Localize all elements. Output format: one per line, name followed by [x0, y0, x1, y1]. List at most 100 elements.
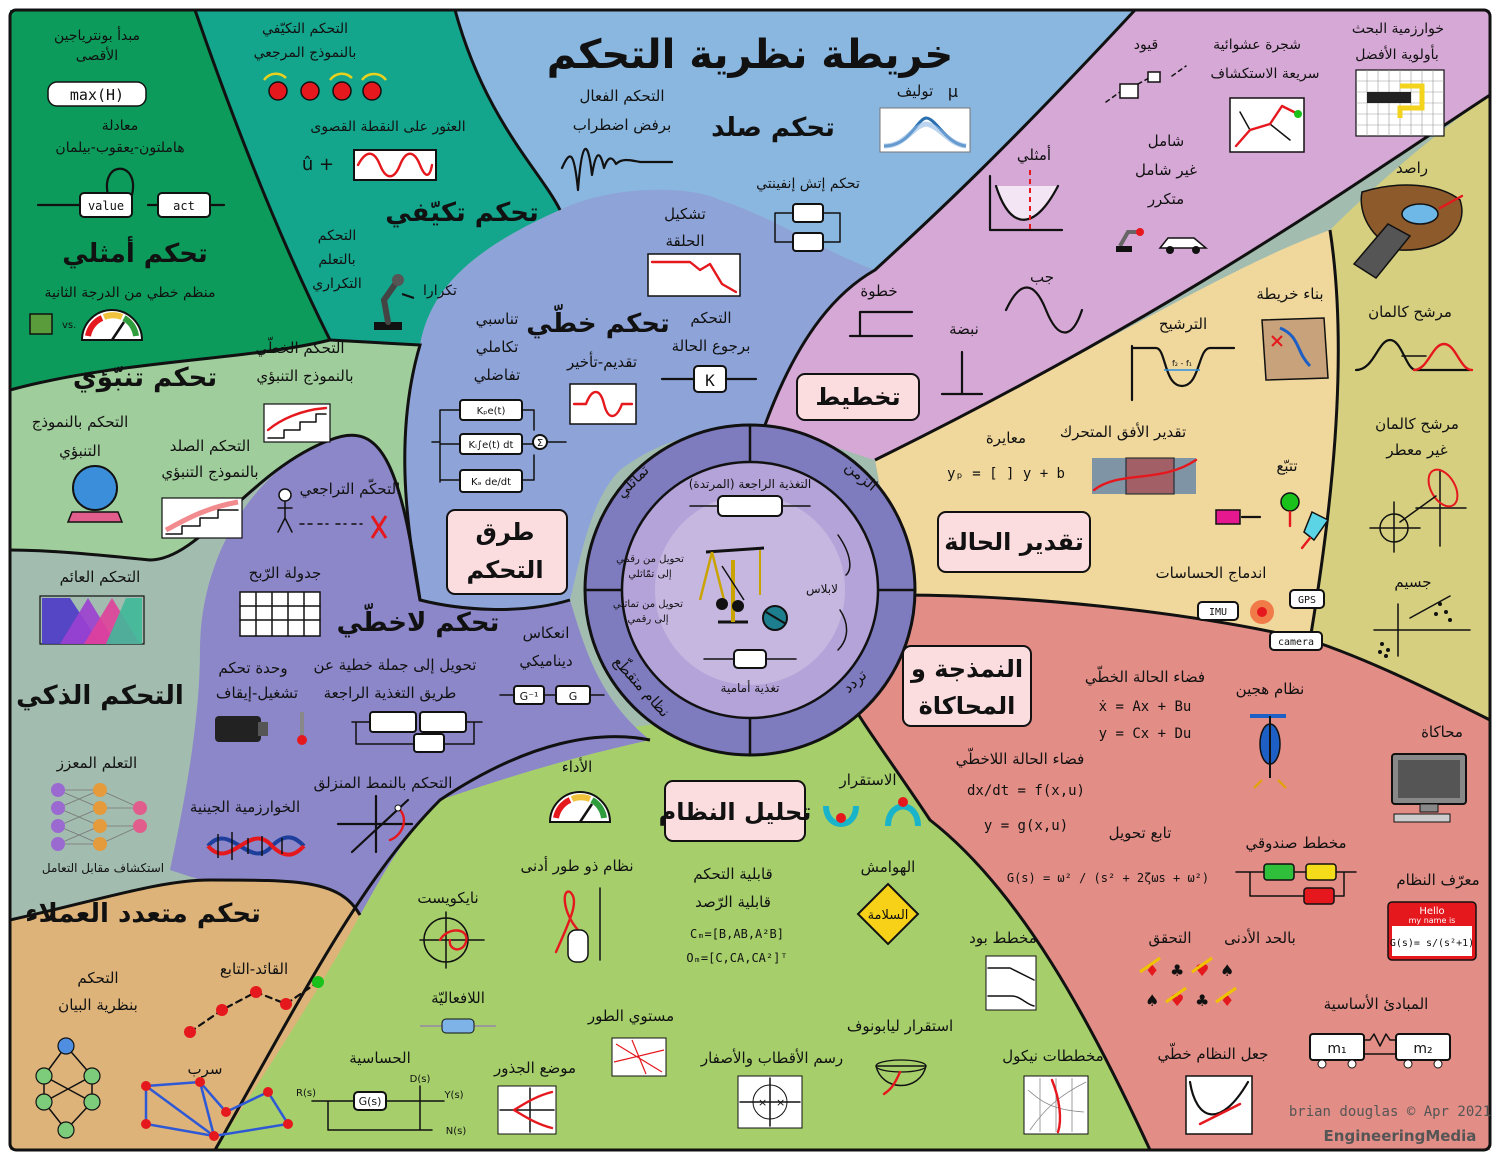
nlss-equation-2: y = g(x,u) — [984, 818, 1068, 834]
lss-equation-2: y = Cx + Du — [1099, 726, 1192, 742]
extremum-seeking-label: العثور على النقطة القصوى — [310, 119, 465, 135]
reinforcement-learning-label: التعلم المعزز — [56, 754, 137, 772]
svg-text:×: × — [776, 1096, 785, 1109]
gain-scheduling-label: جدولة الرّبح — [249, 564, 322, 582]
neural-network-icon — [51, 783, 147, 851]
hjb-label-2: هاملتون-يعقوب-بيلمان — [55, 140, 184, 156]
margins-label: الهوامش — [861, 858, 916, 876]
balance-scale-icon — [698, 546, 788, 631]
tunnel-icon — [1352, 184, 1464, 279]
phase-plane-label: مستوي الطور — [587, 1007, 674, 1026]
feedback-linearization-diagram — [351, 711, 483, 753]
name-tag-icon: Hello my name is G(s)= s/(s²+1) — [1387, 901, 1477, 961]
adaptive-control-region: التحكم التكيّفي بالنموذج المرجعي العثور … — [254, 21, 539, 330]
coverage-label-1: شامل — [1148, 132, 1185, 150]
planning-title: تخطيط — [815, 383, 900, 411]
y-of-s-text: Y(s) — [443, 1090, 463, 1101]
feedback-linearization-label-1: تحويل إلى جملة خطية عن — [314, 656, 477, 674]
pid-label-1: تناسبي — [476, 310, 519, 329]
sensitivity-label: الحساسية — [349, 1049, 411, 1067]
optimal-planning-label: أمثلي — [1017, 145, 1051, 165]
multi-agent-region: تحكم متعدد العملاء التحكم بنظرية البيان … — [25, 899, 324, 1141]
nlss-equation-1: dx/dt = f(x,u) — [967, 783, 1085, 799]
mass-2-text: m₂ — [1413, 1041, 1432, 1057]
hjb-label-1: معادلة — [102, 118, 139, 134]
modeling-title-2: المحاكاة — [919, 692, 1016, 720]
ukf-icon — [1369, 468, 1467, 553]
g-text: G — [569, 690, 578, 703]
safety-sign-icon — [856, 882, 920, 946]
graph-network-icon — [35, 1037, 101, 1139]
intelligent-control-region: التحكم العائم التحكم الذكي التعلم المعزز… — [16, 568, 306, 875]
dynamic-inversion-label-2: ديناميكي — [519, 652, 572, 671]
nonlinear-control-region: التحكّم التراجعي جدولة الرّبح تحكم لاخطّ… — [215, 478, 605, 854]
bode-label: مخطط بود — [969, 929, 1037, 947]
hello-text: Hello — [1419, 906, 1444, 917]
my-name-text: my name is — [1409, 916, 1456, 925]
astar-label-1: خوارزمية البحث — [1352, 21, 1444, 37]
nonlinear-state-space-label: فضاء الحالة اللاخطّي — [956, 748, 1085, 769]
coverage-label-3: متكرر — [1147, 190, 1184, 208]
ilc-label-2: بالتعلم — [318, 252, 355, 268]
observability-matrix: Oₘ=[C,CA,CA²]ᵀ — [686, 951, 787, 965]
lyapunov-label: استقرار ليابونوف — [847, 1017, 953, 1035]
gps-text: GPS — [1298, 595, 1316, 606]
hub-d2a-label-2: إلى تمّاثلي — [628, 569, 672, 580]
nyquist-plot-icon — [419, 911, 485, 969]
hub-laplace-label: لابلاس — [806, 582, 838, 597]
ki-text: Kᵢ∫e(t) dt — [469, 440, 514, 451]
filtering-label: الترشيح — [1159, 315, 1207, 333]
fuzzy-control-label: التحكم العائم — [60, 568, 141, 586]
pontryagin-label-1: مبدأ بونترياجين — [54, 26, 140, 44]
vs-text: vs. — [62, 320, 76, 331]
particle-filter-label: جسيم — [1394, 573, 1431, 591]
performance-gauge-icon — [548, 791, 612, 823]
sigma-text: Σ — [537, 438, 543, 449]
phase-plane-icon — [611, 1037, 667, 1077]
loop-shaping-plot — [647, 253, 741, 297]
observer-label: راصد — [1396, 159, 1428, 177]
robot-and-car-icon — [1116, 228, 1209, 254]
k-gain-text: K — [705, 371, 715, 390]
constraints-icon — [1105, 65, 1187, 103]
system-analysis-title: تحليل النظام — [659, 798, 812, 826]
svg-text:♠: ♠ — [1220, 961, 1234, 980]
state-estimation-box — [937, 511, 1091, 573]
linear-control-title: تحكم خطّي — [526, 303, 669, 339]
state-feedback-label-2: برجوع الحالة — [672, 337, 751, 355]
transfer-function-label: تابع تحويل — [1109, 824, 1172, 842]
u-hat-text: û + — [302, 154, 334, 175]
f2-minus-f1-text: f₂ - f₁ — [1172, 359, 1192, 368]
act-block — [157, 192, 211, 218]
modeling-title-1: النمذجة و — [910, 655, 1023, 683]
optimal-control-title: تحكم أمثلي — [62, 236, 208, 269]
linear-mpc-plot — [263, 403, 331, 443]
control-methods-line-1: طرق — [476, 518, 535, 546]
h-infinity-label: تحكم إتش إنفينتي — [756, 176, 860, 192]
nichols-label: مخططات نيكول — [1002, 1047, 1103, 1065]
sine-icon — [1004, 286, 1084, 334]
svg-text:♠: ♠ — [1145, 991, 1159, 1010]
hinf-block-2 — [792, 232, 824, 252]
computer-monitor-icon — [1391, 753, 1467, 823]
linear-mpc-label-1: التحكم الخطّي — [255, 337, 344, 358]
hub-a2d-label-2: إلى رقمي — [627, 614, 668, 625]
linear-state-space-label: فضاء الحالة الخطّي — [1085, 666, 1205, 687]
root-locus-icon — [497, 1085, 557, 1135]
robust-mpc-label-1: التحكم الصلد — [170, 437, 251, 455]
robust-control-title: تحكم صلد — [711, 113, 835, 143]
author-credit: brian douglas © Apr 2021 — [1289, 1104, 1491, 1120]
astar-grid-icon — [1355, 69, 1445, 137]
block-diagram-icon — [1235, 863, 1357, 905]
step-icon — [848, 310, 914, 338]
root-locus-label: موضع الجذور — [493, 1059, 576, 1077]
pid-label-2: تكاملي — [476, 338, 519, 357]
kalman-icon — [1354, 338, 1474, 372]
observability-label: قابلية الرّصد — [695, 893, 771, 911]
linear-control-region: تشكيل الحلقة تحكم خطّي تناسبي تكاملي تفا… — [431, 205, 758, 595]
active-disturbance-label-1: التحكم الفعال — [579, 87, 664, 105]
controllability-label: قابلية التحكم — [693, 865, 772, 883]
money-icon — [29, 313, 53, 335]
